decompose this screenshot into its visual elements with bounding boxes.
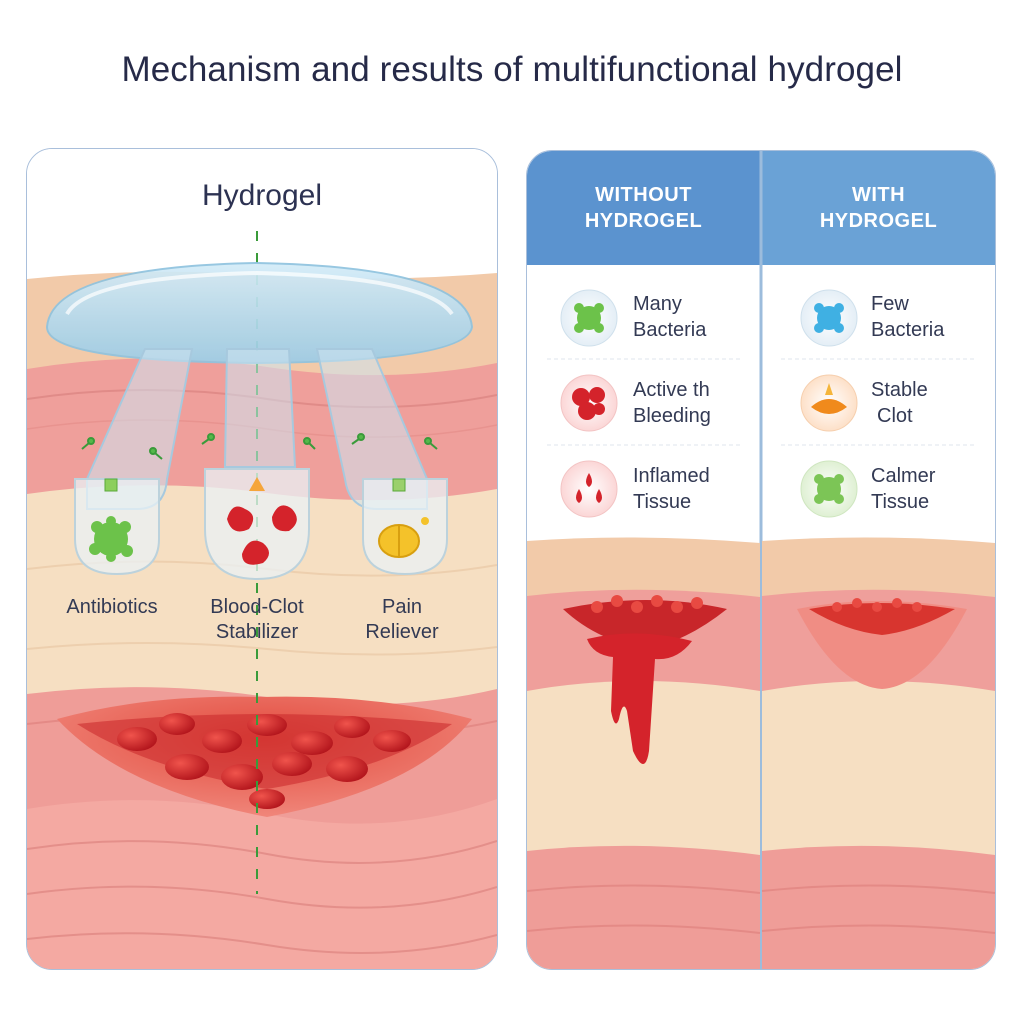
mechanism-panel: Hydrogel Antibiotics Blood-Clot Stabiliz… — [26, 148, 498, 970]
comparison-illustration — [527, 151, 995, 969]
red-blood-cells-icon — [227, 505, 297, 565]
header-with-bg — [762, 151, 995, 265]
orange-clot-icon — [811, 383, 847, 414]
header-without-bg — [527, 151, 760, 265]
blue-bacteria-icon — [814, 303, 844, 333]
page-title: Mechanism and results of multifunctional… — [121, 50, 903, 89]
green-cell-icon — [814, 474, 844, 504]
active-bleeding-drip — [587, 633, 692, 764]
red-blood-cells-icon — [572, 387, 605, 420]
clot-cells — [117, 713, 411, 809]
blood-drops-icon — [576, 473, 602, 503]
antibiotic-bacteria-icon — [89, 516, 133, 562]
open-wound — [563, 600, 727, 649]
green-bacteria-icon — [574, 303, 604, 333]
pain-reliever-pill-icon — [378, 517, 429, 558]
mechanism-illustration — [27, 149, 497, 969]
skin-without-hydrogel — [527, 537, 761, 969]
skin-with-hydrogel — [761, 537, 995, 969]
